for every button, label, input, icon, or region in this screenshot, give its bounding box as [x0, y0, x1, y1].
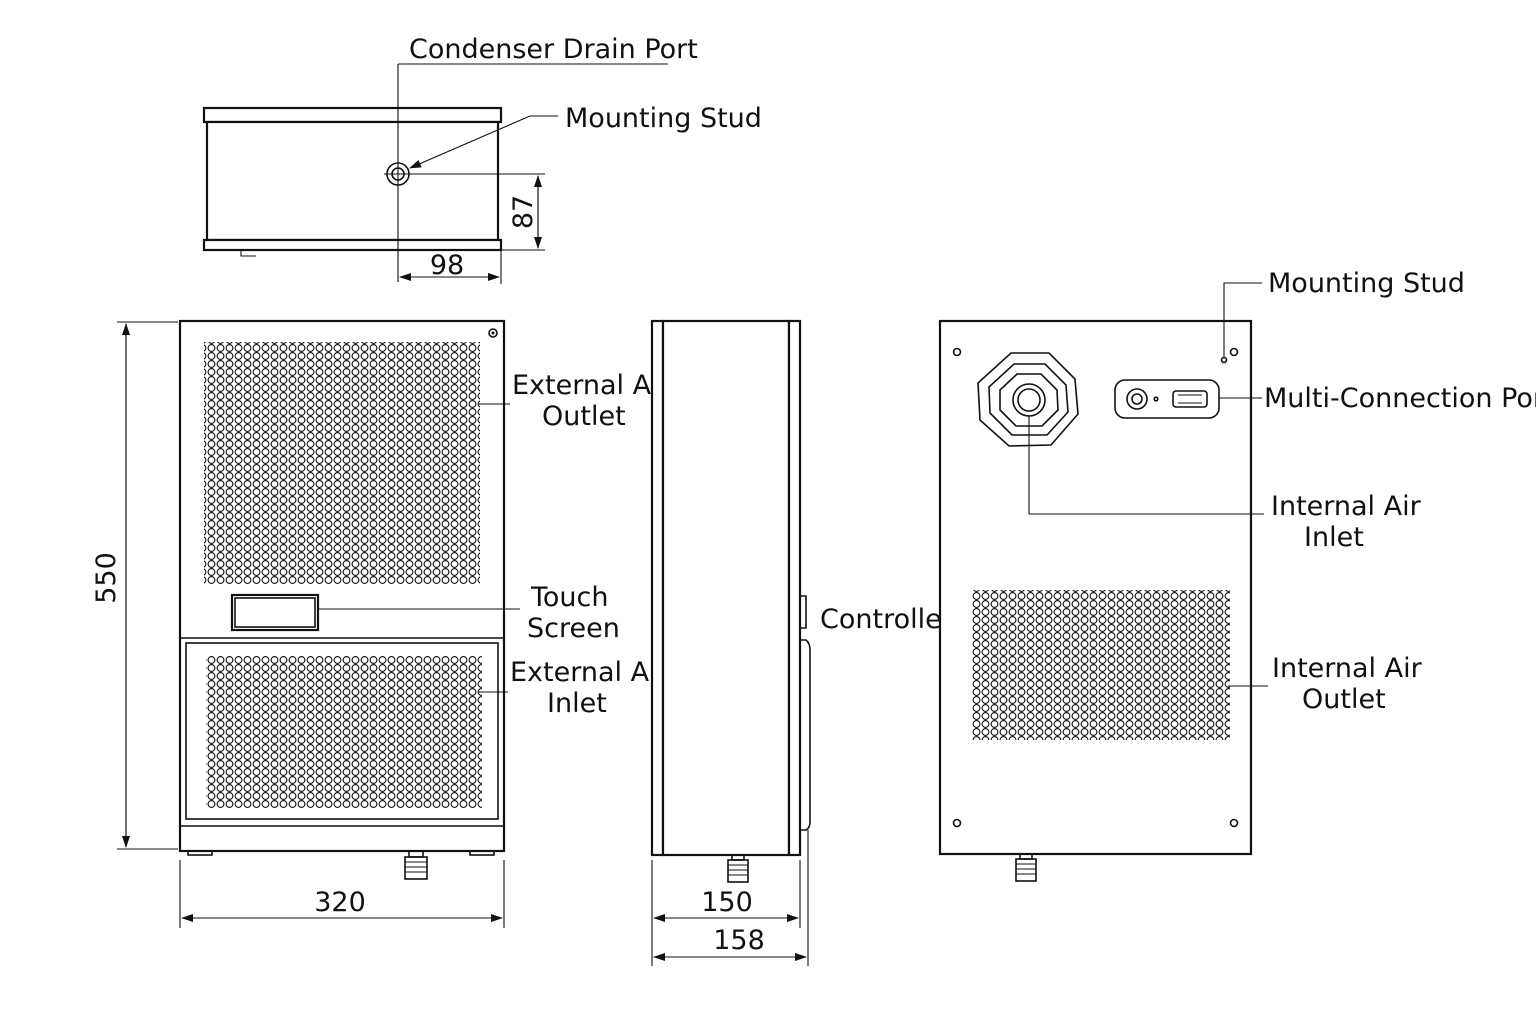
mounting-stud-top-label: Mounting Stud	[565, 103, 762, 134]
external-air-inlet-label-2: Inlet	[547, 688, 607, 719]
internal-air-outlet-label-1: Internal Air	[1272, 653, 1423, 684]
touch-screen-label-1: Touch	[530, 582, 609, 613]
external-air-inlet-label-1: External Air	[510, 657, 669, 688]
multi-connection-port-label: Multi-Connection Port	[1264, 383, 1536, 414]
multi-connection-port-icon	[1114, 379, 1262, 419]
internal-air-inlet-label-1: Internal Air	[1271, 491, 1422, 522]
dim-150: 150	[701, 887, 753, 918]
internal-air-outlet-grille	[972, 590, 1230, 740]
mounting-stud-icon	[384, 162, 545, 186]
front-view	[117, 319, 520, 928]
drain-fitting-icon-side	[727, 854, 749, 883]
external-air-inlet-grille	[206, 656, 482, 808]
side-view	[650, 319, 811, 966]
external-air-outlet-grille	[204, 342, 480, 584]
external-air-outlet-label-2: Outlet	[542, 401, 626, 432]
condenser-drain-port-label: Condenser Drain Port	[409, 34, 698, 65]
drain-fitting-icon-rear	[1015, 853, 1037, 882]
dim-158: 158	[713, 925, 765, 956]
internal-air-inlet-label-2: Inlet	[1304, 522, 1364, 553]
touch-screen-label-2: Screen	[527, 613, 620, 644]
controller-label: Controller	[820, 604, 954, 635]
dim-98: 98	[430, 250, 464, 281]
dim-87: 87	[508, 195, 539, 229]
dim-550: 550	[91, 552, 122, 604]
top-view	[202, 63, 668, 284]
rear-view	[938, 282, 1268, 882]
mounting-stud-rear-label: Mounting Stud	[1268, 268, 1465, 299]
drain-fitting-icon	[404, 850, 428, 880]
internal-air-outlet-label-2: Outlet	[1302, 684, 1386, 715]
touch-screen	[230, 593, 320, 632]
internal-fan-icon	[977, 352, 1264, 515]
dim-320: 320	[314, 887, 366, 918]
external-air-outlet-label-1: External Air	[512, 370, 671, 401]
